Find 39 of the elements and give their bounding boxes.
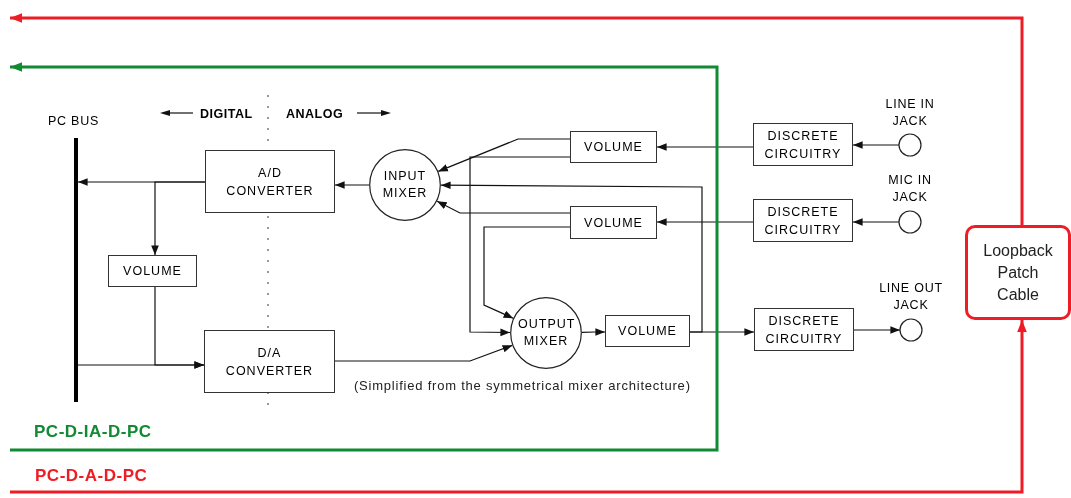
signal-path-arrow [10, 13, 1024, 225]
caption: (Simplified from the symmetrical mixer architecture) [354, 377, 691, 395]
process-box: D/A CONVERTER [204, 330, 335, 393]
signal-path-arrow [8, 62, 719, 452]
arrow [440, 181, 703, 333]
process-box: DISCRETE CIRCUITRY [753, 199, 853, 242]
arrow [437, 138, 571, 172]
process-box: VOLUME [108, 255, 197, 287]
arrow [436, 200, 571, 214]
process-box: A/D CONVERTER [205, 150, 335, 213]
arrow [689, 328, 755, 336]
arrow [334, 344, 513, 362]
path-label: PC-D-IA-D-PC [34, 421, 152, 443]
arrow [334, 181, 370, 189]
mixer-circle: OUTPUT MIXER [510, 297, 582, 369]
arrow [852, 141, 900, 149]
signal-path-arrow [10, 320, 1027, 494]
domain-label: ANALOG [286, 106, 344, 123]
arrow [852, 218, 900, 226]
arrow [77, 361, 205, 369]
arrow [656, 143, 754, 151]
arrow [581, 328, 606, 336]
arrow [656, 218, 754, 226]
arrow [469, 156, 571, 337]
process-box: VOLUME [570, 206, 657, 239]
arrow [151, 181, 206, 256]
process-box: DISCRETE CIRCUITRY [753, 123, 853, 166]
bus-label: PC BUS [48, 113, 100, 130]
arrow [483, 226, 571, 319]
mixer-circle: INPUT MIXER [369, 149, 441, 221]
process-box: VOLUME [570, 131, 657, 163]
jack-label: LINE OUT JACK [878, 280, 944, 314]
cable-box: Loopback Patch Cable [965, 225, 1071, 320]
jack-label: LINE IN JACK [884, 96, 936, 130]
arrow [853, 326, 901, 334]
domain-label: DIGITAL [200, 106, 253, 123]
process-box: VOLUME [605, 315, 690, 347]
jack-label: MIC IN JACK [887, 172, 933, 206]
process-box: DISCRETE CIRCUITRY [754, 308, 854, 351]
